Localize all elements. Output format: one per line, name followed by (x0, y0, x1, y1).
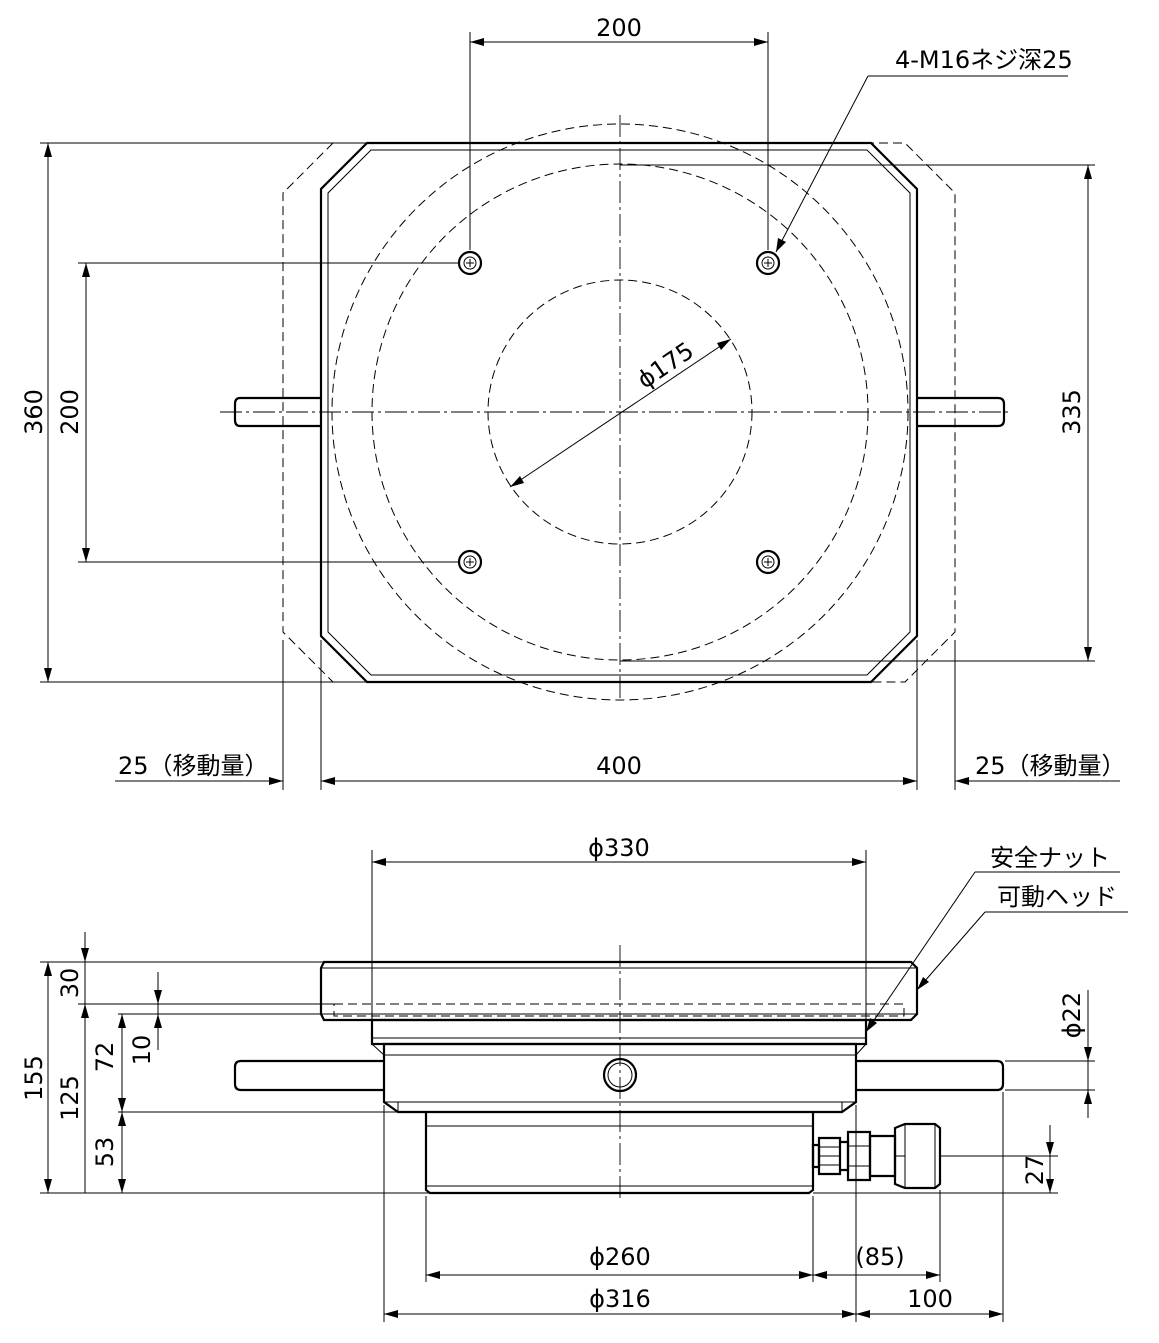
dim-base-dia: ϕ260 (425, 1196, 814, 1282)
dim-coupler-offset-label: (85) (855, 1243, 904, 1271)
side-left-handle (233, 1059, 384, 1092)
plate-chamfer (327, 149, 911, 676)
dim-width-400: 400 (282, 640, 956, 790)
handle-boss (602, 1057, 638, 1093)
tapped-hole-br (755, 549, 781, 575)
dim-handle-dia-label: ϕ22 (1058, 992, 1086, 1038)
dim-head-dia-label: ϕ330 (588, 834, 650, 862)
side-view: ϕ330 安全ナット 可動ヘッド 155 (20, 834, 1128, 1322)
hydraulic-coupler (811, 1122, 942, 1190)
dim-125-label: 125 (56, 1075, 84, 1121)
plate-outline (319, 141, 919, 684)
top-view: 200 4-M16ネジ深25 360 200 (20, 14, 1126, 790)
dim-body-dia: ϕ316 (383, 1105, 857, 1322)
right-handle (917, 396, 1006, 428)
dim-travel-left-label: 25（移動量） (118, 752, 269, 780)
dim-travel-right-label: 25（移動量） (975, 752, 1126, 780)
tapped-hole-tr (755, 250, 781, 276)
side-right-handle (856, 1059, 1005, 1092)
dim-coupler-length-label: 100 (907, 1285, 953, 1313)
dim-coupler-offset: (85) (813, 1190, 941, 1282)
dim-travel-left: 25（移動量） (115, 752, 283, 785)
movable-head (319, 960, 919, 1022)
dim-hole-spacing-x: 200 (469, 14, 769, 250)
dim-handle-dia: ϕ22 (1005, 990, 1095, 1118)
left-handle (233, 396, 321, 428)
safety-nut (370, 1018, 868, 1046)
dim-body-dia-label: ϕ316 (589, 1285, 651, 1313)
dim-72-label: 72 (91, 1042, 119, 1073)
dim-circle-dia-label: ϕ175 (632, 337, 699, 395)
travel-range-outline (282, 142, 956, 683)
dim-base-dia-label: ϕ260 (589, 1243, 651, 1271)
dim-overall-height-360: 360 (20, 142, 367, 683)
dim-hole-spacing-y: 200 (56, 262, 458, 563)
dim-width-400-label: 400 (596, 752, 642, 780)
tapped-hole-bl (457, 549, 483, 575)
dim-coupler-height-label: 27 (1021, 1155, 1049, 1186)
dim-coupler-length: 100 (856, 1092, 1004, 1322)
base-cylinder (424, 1112, 815, 1195)
dim-hole-spacing-y-label: 200 (56, 389, 84, 435)
dim-flange-30-label: 30 (56, 968, 84, 999)
safety-nut-label: 安全ナット (990, 844, 1110, 872)
dim-hole-spacing-x-label: 200 (596, 14, 642, 42)
safety-nut-callout: 安全ナット (865, 844, 1120, 1033)
tapped-hole-callout-label: 4-M16ネジ深25 (895, 46, 1073, 74)
dim-10-label: 10 (128, 1035, 156, 1066)
dim-53-label: 53 (91, 1137, 119, 1168)
dim-overall-height-360-label: 360 (20, 389, 48, 435)
movable-head-callout: 可動ヘッド (916, 883, 1128, 991)
head-hidden-recess (333, 1003, 905, 1017)
dim-travel-right: 25（移動量） (955, 752, 1126, 785)
movable-head-label: 可動ヘッド (997, 883, 1117, 911)
dim-coupler-height: 27 (813, 1125, 1058, 1194)
dim-inner-height-335-label: 335 (1058, 389, 1086, 435)
dim-head-dia: ϕ330 (371, 834, 867, 1020)
tapped-hole-callout: 4-M16ネジ深25 (775, 46, 1073, 253)
dim-inner-height-335: 335 (620, 164, 1095, 662)
tapped-hole-tl (457, 250, 483, 276)
dim-overall-155-label: 155 (20, 1055, 48, 1101)
dim-side-verticals: 155 30 125 72 53 10 (20, 932, 430, 1194)
